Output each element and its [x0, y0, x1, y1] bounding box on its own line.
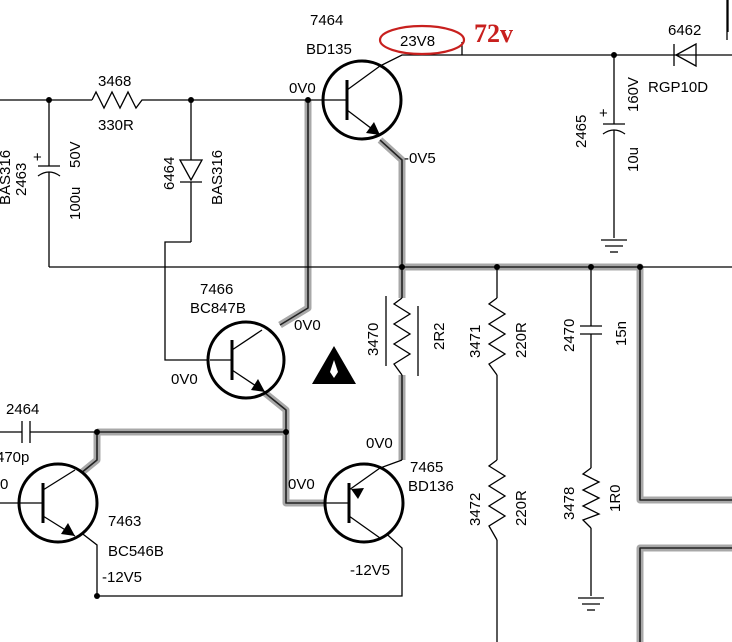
q7465-collector-voltage: 0V0	[366, 435, 393, 452]
r3478-ref: 3478	[561, 487, 578, 520]
r3472-value: 220R	[513, 490, 530, 526]
q7464-ref: 7464	[310, 12, 343, 29]
c2465-ref: 2465	[573, 115, 590, 148]
q7463-type: BC546B	[108, 543, 164, 560]
c2464-ref: 2464	[6, 401, 39, 418]
bas316-left: BAS316	[0, 150, 14, 205]
q7465-ref: 7465	[410, 459, 443, 476]
q7465-type: BD136	[408, 478, 454, 495]
q7465-emitter-voltage: -12V5	[350, 562, 390, 579]
svg-text:+: +	[599, 105, 608, 122]
c2463-ref: 2463	[13, 163, 30, 196]
q7463-emitter-voltage: -12V5	[102, 569, 142, 586]
measured-voltage: 72v	[474, 19, 513, 48]
r3468-ref: 3468	[98, 73, 131, 90]
c2470-value: 15n	[613, 321, 630, 346]
highlight-ellipse	[378, 24, 466, 56]
highlight-paths	[72, 100, 732, 642]
q7466-base-voltage: 0V0	[171, 371, 198, 388]
ground-icon	[578, 597, 604, 611]
c2465-voltage: 160V	[625, 77, 642, 112]
resistor-3470	[392, 297, 412, 376]
junction-dots	[46, 52, 643, 599]
transistor-7465	[323, 462, 405, 544]
q7465-base-voltage: 0V0	[288, 476, 315, 493]
c2465-value: 10u	[625, 147, 642, 172]
labels: 7464 BD135 23V8 72v 0V0 -0V5 6462 RGP10D…	[0, 12, 708, 586]
transistor-7466	[206, 320, 286, 400]
resistor-3468	[91, 90, 146, 110]
d6462-ref: 6462	[668, 22, 701, 39]
c2464-value: 470p	[0, 449, 29, 466]
q7464-type: BD135	[306, 41, 352, 58]
warning-triangle-icon	[312, 346, 356, 384]
c2470-ref: 2470	[561, 319, 578, 352]
capacitors: + +	[21, 100, 626, 443]
resistors	[91, 90, 601, 541]
q7464-emitter-voltage: -0V5	[404, 150, 436, 167]
ground-icon	[601, 239, 627, 253]
d6464-type: BAS316	[209, 150, 226, 205]
svg-text:+: +	[33, 149, 42, 166]
diodes	[178, 42, 697, 190]
q7466-collector-voltage: 0V0	[294, 317, 321, 334]
d6462-type: RGP10D	[648, 79, 708, 96]
r3471-value: 220R	[513, 322, 530, 358]
q7464-collector-voltage: 23V8	[400, 33, 435, 50]
q7466-type: BC847B	[190, 300, 246, 317]
q7464-base-voltage: 0V0	[289, 80, 316, 97]
transistor-7464	[320, 59, 403, 141]
c2463-voltage: 50V	[67, 141, 84, 168]
resistor-3478	[581, 467, 601, 529]
r3472-ref: 3472	[467, 493, 484, 526]
r3470-value: 2R2	[431, 322, 448, 350]
q7463-ref: 7463	[108, 513, 141, 530]
resistor-3472	[487, 459, 507, 541]
transistor-7463	[17, 462, 99, 544]
r3468-value: 330R	[98, 117, 134, 134]
d6464-ref: 6464	[161, 157, 178, 190]
resistor-3471	[487, 297, 507, 376]
r3478-value: 1R0	[607, 484, 624, 512]
q7466-ref: 7466	[200, 281, 233, 298]
r3470-ref: 3470	[365, 323, 382, 356]
left-voltage: 0	[0, 476, 8, 493]
r3471-ref: 3471	[467, 325, 484, 358]
c2463-value: 100u	[67, 187, 84, 220]
